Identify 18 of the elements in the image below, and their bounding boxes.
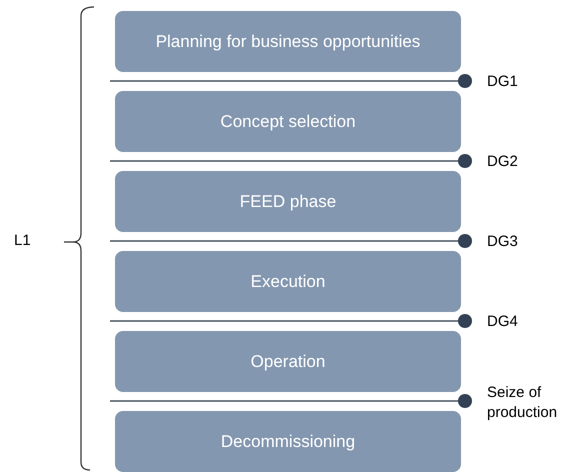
gate-label: DG1 [487, 72, 519, 92]
phase-box [115, 91, 461, 152]
gate-label: DG2 [487, 152, 519, 172]
phase-box [115, 171, 461, 232]
phase-box [115, 411, 461, 472]
phase-label: FEED phase [240, 190, 336, 212]
level-label: L1 [14, 231, 32, 250]
gate-label: DG4 [487, 312, 519, 332]
gate-label: Seize of production [487, 383, 558, 422]
phase-box [115, 331, 461, 392]
phase-label: Execution [250, 270, 326, 292]
phase-label: Operation [250, 350, 326, 372]
phase-label: Decommissioning [220, 430, 356, 452]
phase-label: Planning for business opportunities [156, 30, 420, 52]
phase-box [115, 11, 461, 72]
phase-label: Concept selection [220, 110, 356, 132]
gate-label: DG3 [487, 232, 519, 252]
phase-box [115, 251, 461, 312]
